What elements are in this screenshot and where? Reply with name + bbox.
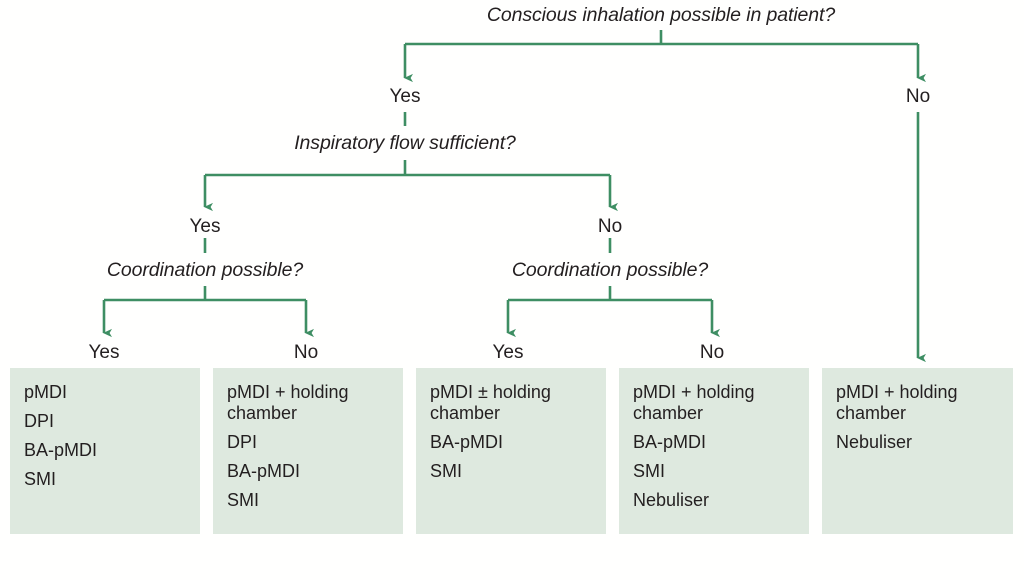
outcome-line: pMDI + holding chamber [227,382,349,423]
outcome-line: pMDI + holding chamber [836,382,958,423]
outcome-box-1: pMDI DPI BA-pMDI SMI [10,368,200,534]
outcome-line: Nebuliser [633,490,710,510]
branch-label-coord-right-no: No [699,342,725,363]
outcome-line: DPI [24,411,55,431]
outcome-line: SMI [24,469,57,489]
branch-label-flow-yes: Yes [189,216,221,237]
branch-label-coord-left-yes: Yes [88,342,120,363]
branch-label-coord-right-yes: Yes [492,342,524,363]
outcome-line: SMI [633,461,666,481]
outcome-line: BA-pMDI [227,461,301,481]
question-coordination-left: Coordination possible? [106,259,304,281]
question-coordination-right: Coordination possible? [511,259,709,281]
outcome-line: BA-pMDI [430,432,504,452]
outcome-line: SMI [227,490,260,510]
outcome-line: pMDI ± holding chamber [430,382,551,423]
question-inspiratory-flow: Inspiratory flow sufficient? [294,132,516,154]
branch-label-flow-no: No [597,216,623,237]
branch-label-root-yes: Yes [389,86,421,107]
branch-label-coord-left-no: No [293,342,319,363]
outcome-line: BA-pMDI [633,432,707,452]
outcome-line: Nebuliser [836,432,913,452]
outcome-line: pMDI + holding chamber [633,382,755,423]
outcome-line: DPI [227,432,258,452]
outcome-line: SMI [430,461,463,481]
question-root: Conscious inhalation possible in patient… [486,4,836,26]
outcome-line: pMDI [24,382,68,402]
outcome-line: BA-pMDI [24,440,98,460]
branch-label-root-no: No [905,86,931,107]
